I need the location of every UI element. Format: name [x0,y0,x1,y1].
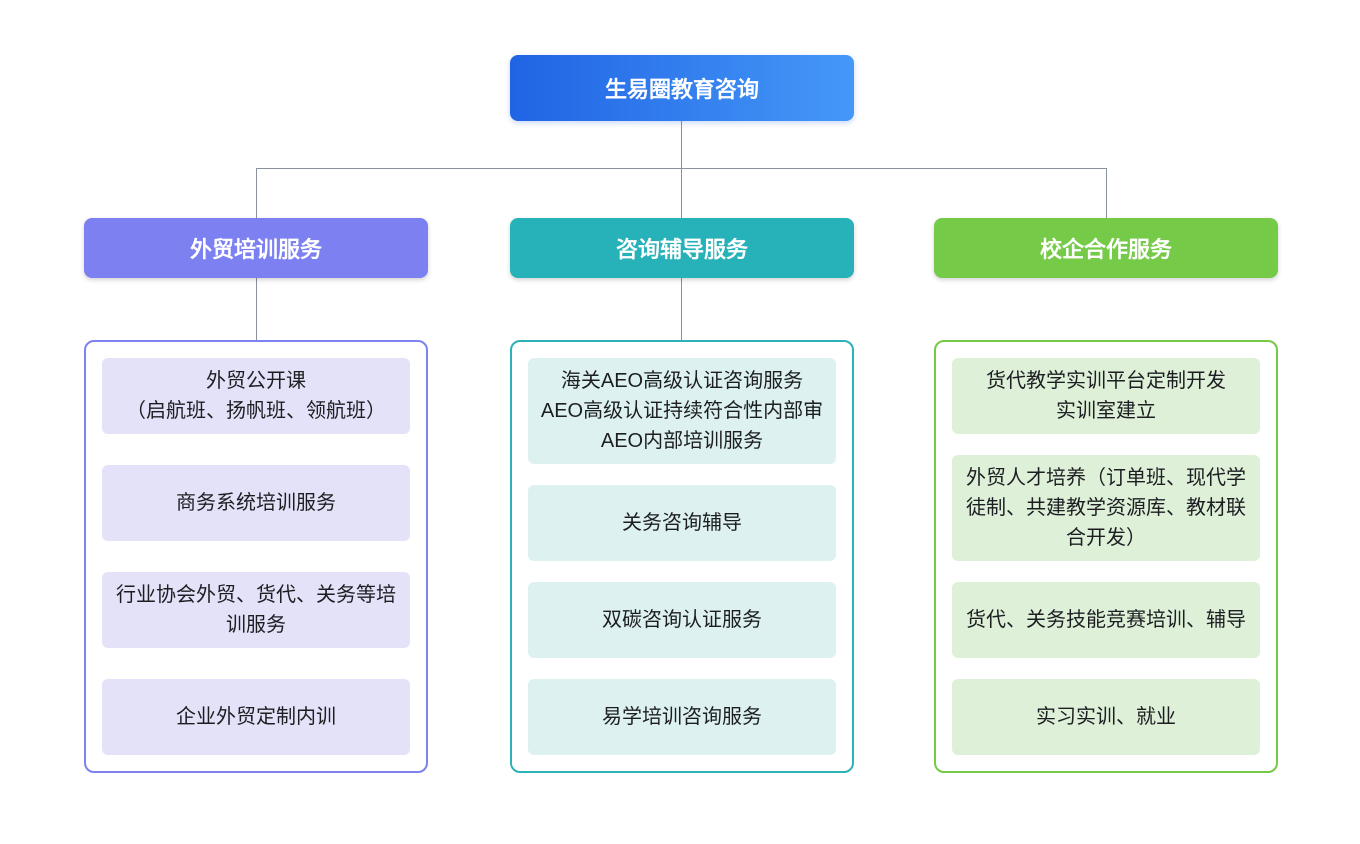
list-item: 海关AEO高级认证咨询服务 AEO高级认证持续符合性内部审 AEO内部培训服务 [528,358,836,464]
branch-header-trade-training: 外贸培训服务 [84,218,428,278]
list-item: 行业协会外贸、货代、关务等培训服务 [102,572,410,648]
list-item: 企业外贸定制内训 [102,679,410,755]
branch-list-school-enterprise: 货代教学实训平台定制开发 实训室建立 外贸人才培养（订单班、现代学徒制、共建教学… [934,340,1278,773]
list-item: 商务系统培训服务 [102,465,410,541]
list-item: 实习实训、就业 [952,679,1260,755]
connector-drop-branch-2 [681,168,682,218]
branch-list-consulting: 海关AEO高级认证咨询服务 AEO高级认证持续符合性内部审 AEO内部培训服务 … [510,340,854,773]
list-item: 易学培训咨询服务 [528,679,836,755]
connector-branch-2-to-list [681,278,682,340]
branch-header-school-enterprise: 校企合作服务 [934,218,1278,278]
list-item: 外贸公开课 （启航班、扬帆班、领航班） [102,358,410,434]
root-node-label: 生易圈教育咨询 [604,77,759,102]
list-item: 货代教学实训平台定制开发 实训室建立 [952,358,1260,434]
list-item: 外贸人才培养（订单班、现代学徒制、共建教学资源库、教材联合开发） [952,455,1260,561]
connector-drop-branch-3 [1106,168,1107,218]
connector-root-vertical [681,121,682,168]
branch-header-label: 外贸培训服务 [189,237,322,262]
branch-header-consulting: 咨询辅导服务 [510,218,854,278]
list-item: 货代、关务技能竞赛培训、辅导 [952,582,1260,658]
connector-branch-1-to-list [256,278,257,340]
root-node: 生易圈教育咨询 [510,55,854,121]
list-item: 双碳咨询认证服务 [528,582,836,658]
list-item: 关务咨询辅导 [528,485,836,561]
branch-header-label: 校企合作服务 [1039,237,1172,262]
connector-drop-branch-1 [256,168,257,218]
branch-list-trade-training: 外贸公开课 （启航班、扬帆班、领航班） 商务系统培训服务 行业协会外贸、货代、关… [84,340,428,773]
branch-header-label: 咨询辅导服务 [615,237,748,262]
